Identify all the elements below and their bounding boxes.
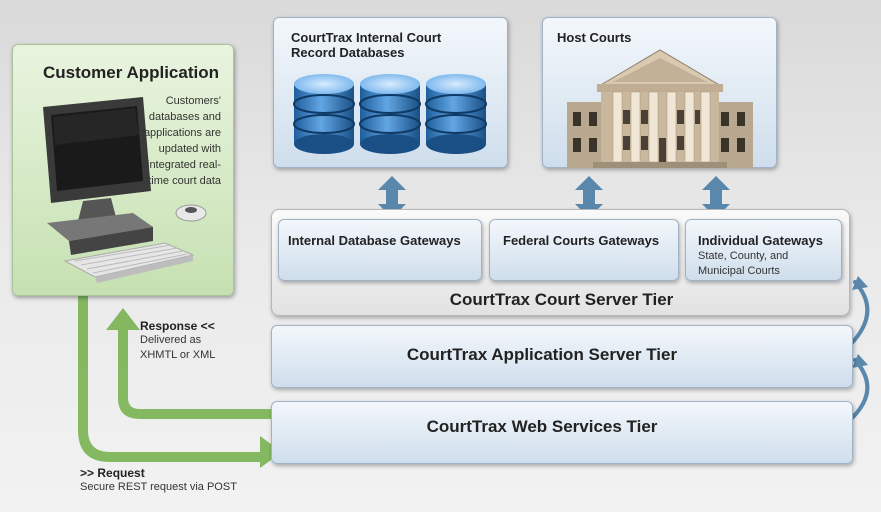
- request-label: >> Request: [80, 466, 145, 480]
- database-icon-3: [425, 74, 487, 154]
- response-line2: XHMTL or XML: [140, 349, 216, 361]
- federal-courts-gateways-title: Federal Courts Gateways: [503, 233, 660, 248]
- internal-database-gateways-box: Internal Database Gateways: [278, 219, 482, 281]
- individual-gateways-box: Individual Gateways State, County, and M…: [685, 219, 842, 281]
- internal-databases-box: CourtTrax Internal Court Record Database…: [273, 17, 508, 168]
- application-server-tier: CourtTrax Application Server Tier: [271, 325, 853, 388]
- request-arrow: [78, 296, 282, 468]
- host-link-arrow: [702, 176, 730, 218]
- databases-title: CourtTrax Internal Court Record Database…: [291, 30, 442, 60]
- response-note: Response << Delivered as XHMTL or XML: [140, 319, 270, 363]
- courthouse-image: [567, 49, 753, 168]
- request-note: >> Request Secure REST request via POST: [80, 466, 300, 495]
- web-services-tier-label: CourtTrax Web Services Tier: [426, 417, 658, 436]
- response-arrow: [106, 308, 272, 419]
- federal-link-arrow: [575, 176, 603, 218]
- individual-gateways-subtitle: State, County, and Municipal Courts: [698, 250, 789, 277]
- customer-application-title: Customer Application: [43, 63, 219, 82]
- host-courts-title: Host Courts: [557, 30, 632, 45]
- database-icon-2: [359, 74, 421, 154]
- computer-icon: [43, 97, 207, 283]
- database-icon-1: [293, 74, 355, 154]
- federal-courts-gateways-box: Federal Courts Gateways: [489, 219, 679, 281]
- web-services-tier: CourtTrax Web Services Tier: [271, 401, 853, 464]
- internal-database-gateways-title: Internal Database Gateways: [288, 233, 461, 248]
- request-detail: Secure REST request via POST: [80, 481, 237, 493]
- host-courts-box: Host Courts: [542, 17, 777, 168]
- customer-application-description: Customers' databases and applications ar…: [143, 95, 221, 187]
- customer-application-panel: Customer Application Customers' database…: [12, 44, 234, 296]
- response-line1: Delivered as: [140, 334, 202, 346]
- db-link-arrow: [378, 176, 406, 218]
- application-server-tier-label: CourtTrax Application Server Tier: [406, 345, 678, 364]
- individual-gateways-title: Individual Gateways: [698, 233, 823, 248]
- court-server-tier-label: CourtTrax Court Server Tier: [449, 290, 674, 309]
- response-label: Response <<: [140, 319, 215, 333]
- database-icons: [293, 74, 487, 154]
